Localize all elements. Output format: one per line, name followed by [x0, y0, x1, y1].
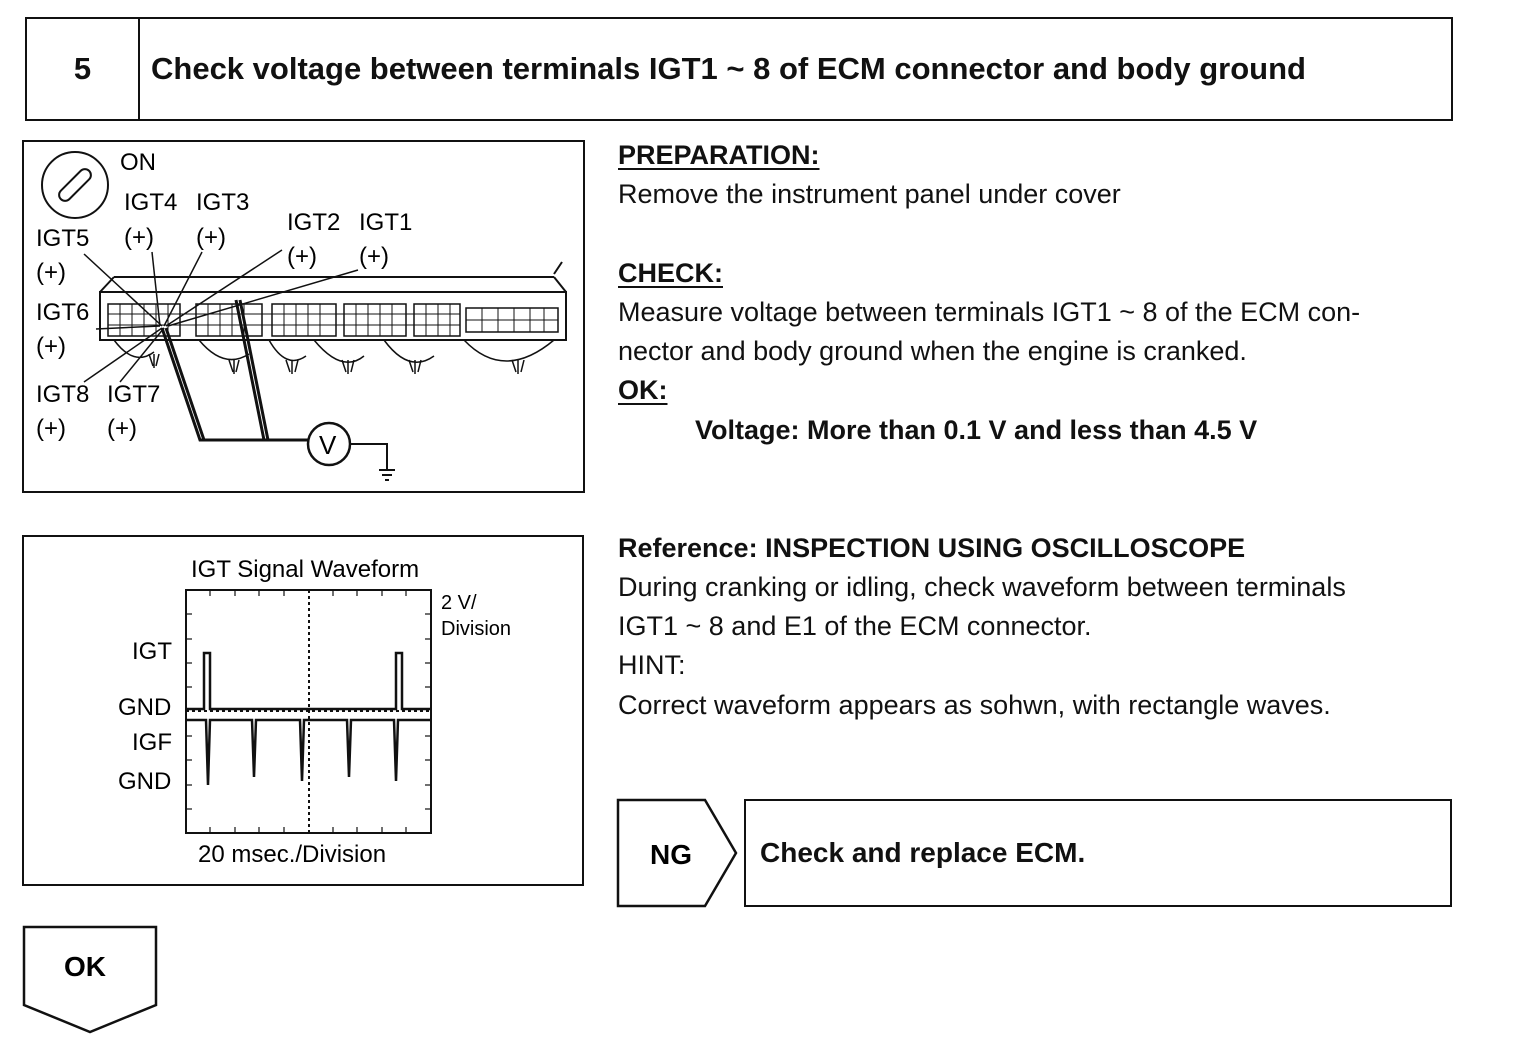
ok-spec-text: Voltage: More than 0.1 V and less than 4…: [695, 415, 1258, 445]
label-igt6-polarity: (+): [36, 333, 66, 360]
channel-label-igt: IGT: [132, 638, 172, 665]
label-igt3: IGT3: [196, 189, 249, 216]
scope-grid-ticks: [186, 590, 431, 833]
label-igt5: IGT5: [36, 225, 89, 252]
time-scale-label: 20 msec./Division: [198, 841, 386, 868]
ignition-key-icon-inner: [58, 168, 92, 202]
label-igt4-polarity: (+): [124, 224, 154, 251]
ok-arrow-shape[interactable]: OK: [21, 924, 161, 1036]
test-leads: [160, 299, 310, 442]
ecm-connector-drawing: ON IGT4 IGT3 (+) (+) IGT2 IGT1 (+) (+) I…: [36, 149, 567, 481]
step-header: 5 Check voltage between terminals IGT1 ~…: [25, 17, 1453, 121]
ok-spec-heading: OK:: [618, 375, 668, 405]
ng-label: NG: [650, 839, 692, 870]
hint-text: Correct waveform appears as sohwn, with …: [618, 690, 1331, 720]
reference-line2: IGT1 ~ 8 and E1 of the ECM connector.: [618, 611, 1092, 641]
igt-trace: [186, 651, 431, 711]
hint-label: HINT:: [618, 650, 686, 680]
label-igt5-polarity: (+): [36, 259, 66, 286]
ng-action-box: Check and replace ECM.: [744, 799, 1452, 907]
waveform-title: IGT Signal Waveform: [191, 556, 419, 583]
channel-label-gnd-upper: GND: [118, 694, 171, 721]
channel-label-gnd-lower: GND: [118, 768, 171, 795]
label-igt3-polarity: (+): [196, 224, 226, 251]
check-text-line2: nector and body ground when the engine i…: [618, 336, 1247, 366]
check-text-line1: Measure voltage between terminals IGT1 ~…: [618, 297, 1361, 327]
ecm-connector-diagram: ON IGT4 IGT3 (+) (+) IGT2 IGT1 (+) (+) I…: [22, 140, 585, 493]
reference-heading: Reference: INSPECTION USING OSCILLOSCOPE: [618, 533, 1246, 563]
label-igt8: IGT8: [36, 381, 89, 408]
reference-line1: During cranking or idling, check wavefor…: [618, 572, 1346, 602]
step-number: 5: [27, 19, 140, 119]
label-igt2-polarity: (+): [287, 243, 317, 270]
label-igt6: IGT6: [36, 299, 89, 326]
label-igt7: IGT7: [107, 381, 160, 408]
ground-icon: [379, 469, 395, 481]
terminal-leader-lines: [83, 249, 359, 383]
ignition-on-label: ON: [120, 149, 156, 176]
preparation-text: Remove the instrument panel under cover: [618, 179, 1121, 209]
oscilloscope-drawing: IGT Signal Waveform IGT GND: [118, 556, 511, 868]
label-igt2: IGT2: [287, 209, 340, 236]
preparation-heading: PREPARATION:: [618, 140, 820, 170]
ignition-key-icon: [41, 151, 109, 219]
ng-arrow-shape[interactable]: NG: [615, 797, 741, 909]
voltage-scale-line2: Division: [441, 618, 511, 640]
label-igt1-polarity: (+): [359, 243, 389, 270]
step-title: Check voltage between terminals IGT1 ~ 8…: [151, 51, 1306, 86]
ecm-connector-body: [99, 291, 567, 341]
label-igt7-polarity: (+): [107, 415, 137, 442]
voltmeter-symbol: V: [319, 430, 337, 460]
channel-label-igf: IGF: [132, 729, 172, 756]
wire-harness: [113, 339, 555, 374]
igt-waveform-figure: IGT Signal Waveform IGT GND: [22, 535, 584, 886]
ok-label: OK: [64, 951, 106, 982]
voltage-scale-line1: 2 V/: [441, 592, 477, 614]
igf-trace: [186, 718, 431, 786]
label-igt8-polarity: (+): [36, 415, 66, 442]
check-heading: CHECK:: [618, 258, 723, 288]
label-igt4: IGT4: [124, 189, 177, 216]
label-igt1: IGT1: [359, 209, 412, 236]
